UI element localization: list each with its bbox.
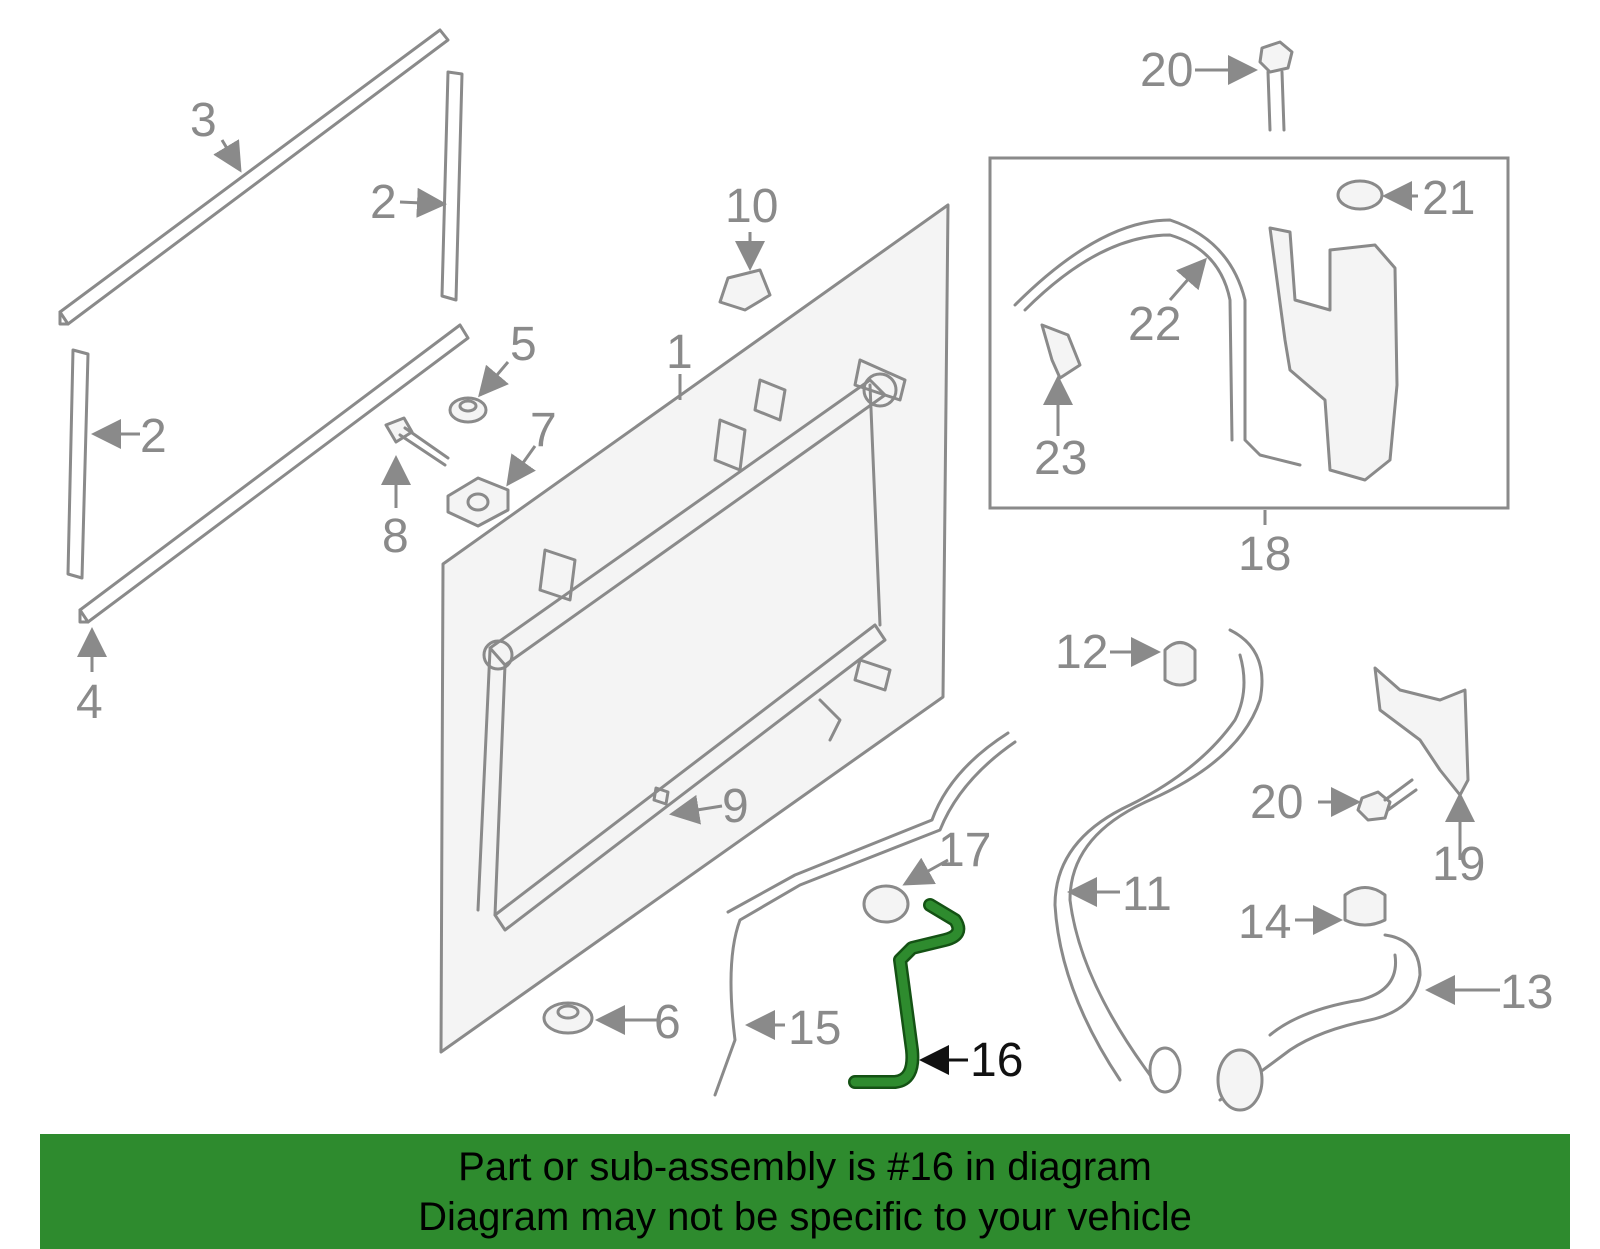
callout-23: 23 [1034, 432, 1087, 485]
callout-20-lower: 20 [1250, 776, 1303, 829]
callout-14: 14 [1238, 896, 1291, 949]
callout-13: 13 [1500, 966, 1553, 1019]
callout-12: 12 [1055, 626, 1108, 679]
clamp-17[interactable] [862, 884, 910, 924]
callout-9: 9 [722, 780, 749, 833]
radiator-assembly[interactable] [439, 203, 950, 1054]
callout-17: 17 [938, 824, 991, 877]
clamp-14[interactable] [1343, 886, 1387, 927]
callout-20-top: 20 [1140, 44, 1193, 97]
bolt-8[interactable] [384, 416, 450, 467]
clamp-12[interactable] [1163, 641, 1197, 687]
seal-strip-upper[interactable] [58, 28, 450, 326]
callout-18: 18 [1238, 528, 1291, 581]
bracket-19[interactable] [1373, 666, 1470, 797]
reservoir-assembly-box[interactable] [988, 156, 1510, 510]
bolt-20-top[interactable] [1258, 40, 1294, 132]
callout-16: 16 [970, 1034, 1023, 1087]
callout-11: 11 [1122, 868, 1172, 921]
info-banner: Part or sub-assembly is #16 in diagram D… [40, 1134, 1570, 1249]
bracket-7[interactable] [446, 476, 510, 528]
leader-lines [77, 55, 1500, 1075]
cap-10[interactable] [718, 268, 772, 312]
callout-19: 19 [1432, 838, 1485, 891]
highlighted-hose-16[interactable] [848, 898, 966, 1089]
callout-labels: 1 2 2 3 4 5 6 7 8 9 10 11 12 13 14 15 16… [76, 44, 1553, 1087]
upper-hose-11[interactable] [1053, 628, 1264, 1094]
callout-15: 15 [788, 1002, 841, 1055]
banner-line-2: Diagram may not be specific to your vehi… [418, 1194, 1192, 1239]
callout-10: 10 [725, 180, 778, 233]
drain-plug-9[interactable] [652, 786, 670, 806]
seal-strip-lower[interactable] [78, 323, 470, 624]
parts-diagram: 1 2 2 3 4 5 6 7 8 9 10 11 12 13 14 15 16… [58, 28, 1553, 1112]
callout-8: 8 [382, 510, 409, 563]
callout-2-left: 2 [140, 410, 167, 463]
overflow-hose-15[interactable] [713, 731, 1017, 1097]
lower-hose-13[interactable] [1216, 933, 1422, 1112]
callout-2-right: 2 [370, 176, 397, 229]
callout-21: 21 [1422, 172, 1475, 225]
callout-22: 22 [1128, 298, 1181, 351]
mount-grommet-upper[interactable] [448, 396, 488, 424]
callout-4: 4 [76, 676, 103, 729]
callout-3: 3 [190, 94, 217, 147]
callout-6: 6 [654, 996, 681, 1049]
bolt-20-lower[interactable] [1356, 778, 1418, 822]
callout-5: 5 [510, 318, 537, 371]
seal-strip-side-left[interactable] [66, 348, 90, 580]
callout-7: 7 [530, 404, 557, 457]
callout-1: 1 [666, 326, 693, 379]
mount-grommet-lower[interactable] [542, 1001, 594, 1035]
banner-line-1: Part or sub-assembly is #16 in diagram [458, 1144, 1152, 1189]
seal-strip-side-right[interactable] [440, 70, 464, 302]
